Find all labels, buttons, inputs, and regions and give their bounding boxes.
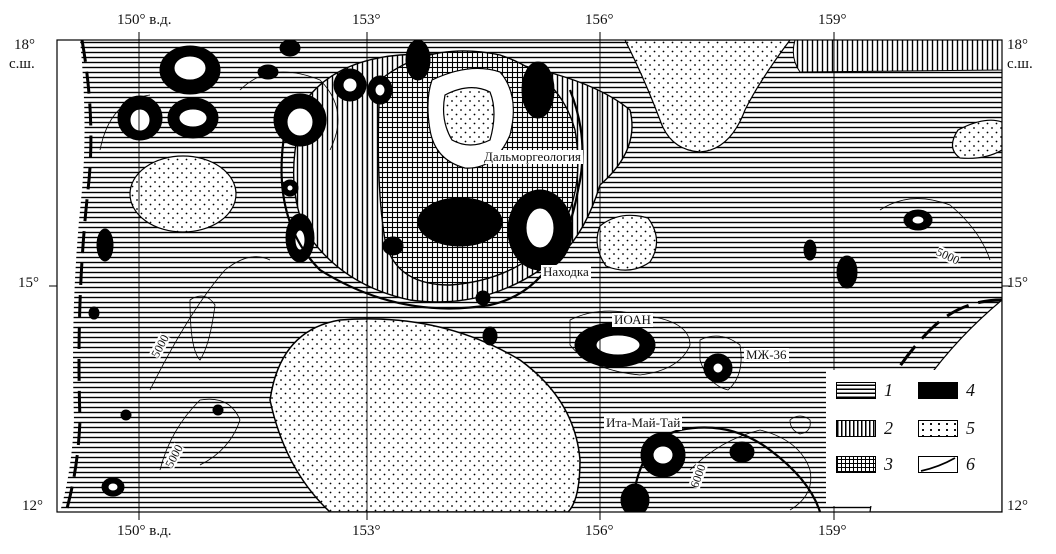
top-lon-label-150: 150° в.д. <box>117 12 172 28</box>
legend-swatch-4 <box>918 382 958 399</box>
left-lat-label-12: 12° <box>22 498 43 514</box>
site-label-dalmorgeologia: Дальморгеология <box>482 149 583 165</box>
legend-number-4: 4 <box>966 380 975 400</box>
site-label-ita-mai-tai: Ита-Май-Тай <box>604 415 683 431</box>
frame-ticks <box>49 32 1010 520</box>
bottom-lon-label-156: 156° <box>585 523 614 539</box>
ita-mai-tai-boundary <box>630 426 822 512</box>
right-lat-label-15: 15° <box>1007 275 1028 291</box>
legend-number-5: 5 <box>966 418 975 438</box>
vertical-hatch-zone-northeast <box>792 40 1002 73</box>
legend-swatch-2 <box>836 420 876 437</box>
right-lat-label-18: 18° <box>1007 37 1028 53</box>
left-lat-label-18: 18° <box>14 37 35 53</box>
legend-number-2: 2 <box>884 418 893 438</box>
legend-swatch-5 <box>918 420 958 437</box>
legend-number-6: 6 <box>966 454 975 474</box>
dotted-area-east <box>951 119 1002 159</box>
site-label-ioan: ИОАН <box>612 312 653 328</box>
dotted-area-northeast <box>624 40 791 153</box>
dotted-area-central <box>596 214 658 271</box>
top-lon-label-156: 156° <box>585 12 614 28</box>
bottom-lon-label-153: 153° <box>352 523 381 539</box>
top-lon-label-153: 153° <box>352 12 381 28</box>
left-lat-label-15: 15° <box>18 275 39 291</box>
site-label-nakhodka: Находка <box>541 264 591 280</box>
legend-number-3: 3 <box>884 454 893 474</box>
bottom-lon-label-159: 159° <box>818 523 847 539</box>
left-lat-label-hemisphere: с.ш. <box>9 56 35 72</box>
legend: 1 2 3 4 5 6 <box>826 370 996 506</box>
legend-swatch-3 <box>836 456 876 473</box>
right-lat-label-hemisphere: с.ш. <box>1007 56 1033 72</box>
right-lat-label-12: 12° <box>1007 498 1028 514</box>
trench-boundary-line <box>64 40 93 512</box>
dotted-area-west <box>129 155 237 233</box>
top-lon-label-159: 159° <box>818 12 847 28</box>
west-white-zone <box>57 40 85 512</box>
legend-swatch-6 <box>918 456 958 473</box>
site-label-mzh36: МЖ-36 <box>744 347 789 363</box>
legend-swatch-1 <box>836 382 876 399</box>
seamount-white-cores <box>107 55 925 492</box>
summit-dotted-core <box>442 87 495 146</box>
black-features <box>88 40 933 512</box>
ridge-boundary-arc <box>280 89 584 310</box>
dotted-area-south <box>269 318 581 512</box>
map-frame <box>56 39 1003 513</box>
bottom-lon-label-150: 150° в.д. <box>117 523 172 539</box>
meridian-lines <box>138 40 835 512</box>
legend-number-1: 1 <box>884 380 893 400</box>
